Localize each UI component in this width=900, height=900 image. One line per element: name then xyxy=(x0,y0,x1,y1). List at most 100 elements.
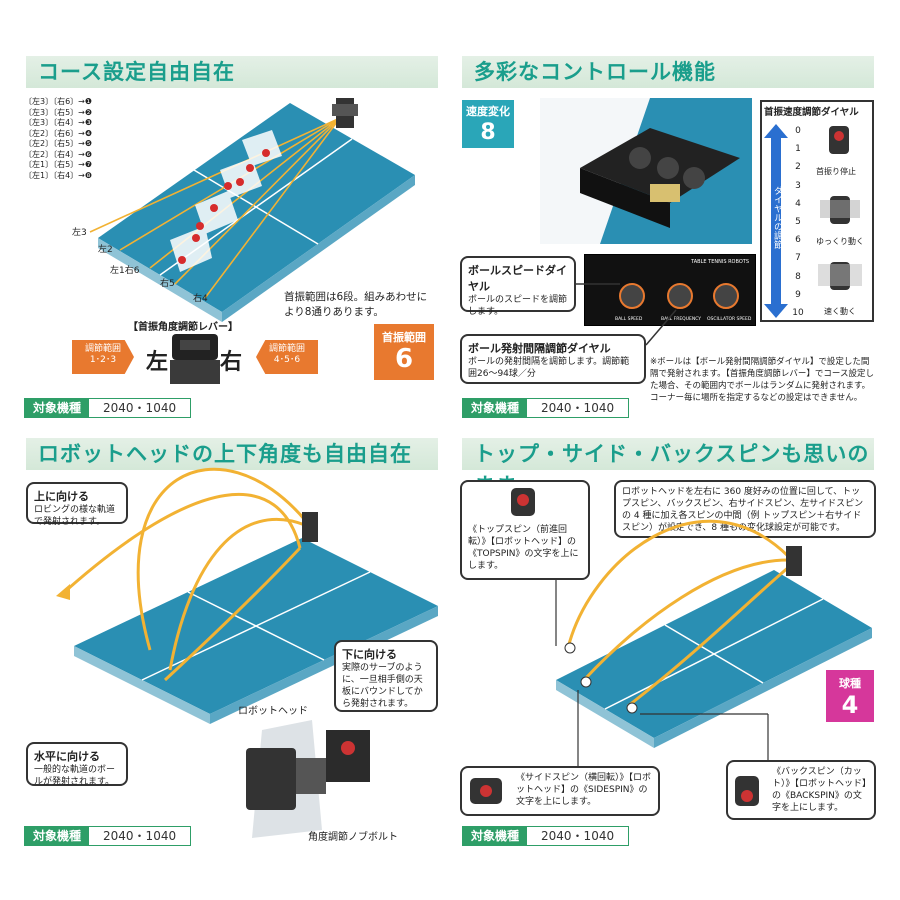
dial-number: 0 xyxy=(795,126,801,136)
topspin-callout: 《トップスピン（前進回転）》【ロボットヘッド】の《TOPSPIN》の文字を上にし… xyxy=(460,480,590,580)
callout-desc: 一般的な軌道のボールが発射されます。 xyxy=(34,765,116,787)
down-callout: 下に向ける 実際のサーブのように、一旦相手側の天板にバウンドしてから発射されます… xyxy=(334,640,438,712)
backspin-desc: 《バックスピン（カット）》【ロボットヘッド】の《BACKSPIN》の文字を上にし… xyxy=(772,767,867,813)
lane-label: 左3 xyxy=(72,228,87,238)
dial-number: 5 xyxy=(795,217,801,228)
dial-number: 10 xyxy=(792,308,804,319)
model-label: 対象機種 xyxy=(25,399,90,417)
model-value: 2040・1040 xyxy=(527,827,629,845)
q4-model: 対象機種 2040・1040 xyxy=(462,826,630,846)
legend-item: 〔左2〕〔右6〕→❹ xyxy=(24,128,93,138)
dial-number: 2 xyxy=(795,162,801,173)
interval-callout: ボール発射間隔調節ダイヤル ボールの発射間隔を調節します。調節範囲26〜94球／… xyxy=(460,334,646,384)
robot-head-backspin xyxy=(735,776,759,806)
control-panel-photo: TABLE TENNIS ROBOTS BALL SPEED BALL FREQ… xyxy=(584,254,756,326)
lane-label: 左2 xyxy=(98,245,113,255)
dial-arrow xyxy=(764,124,788,318)
lane-label: 左1右6 xyxy=(110,266,140,276)
lever-title: 【首振角度調節レバー】 xyxy=(128,322,238,333)
dial-axis-label: ダイヤルの調節 xyxy=(772,186,782,249)
dial-number: 1 xyxy=(795,144,801,155)
model-value: 2040・1040 xyxy=(89,399,191,417)
sidespin-desc: 《サイドスピン（横回転）》【ロボットヘッド】の《SIDESPIN》の文字を上にし… xyxy=(516,773,652,807)
course-legend: 〔左3〕〔右6〕→❶ 〔左3〕〔右5〕→❷ 〔左3〕〔右4〕→❸ 〔左2〕〔右6… xyxy=(24,97,92,181)
right-range-arrow: 調節範囲 4･5･6 xyxy=(256,340,318,374)
panel-label: BALL SPEED xyxy=(615,317,643,322)
robot-head-sidespin xyxy=(470,778,502,804)
dial-number: 4 xyxy=(795,198,801,209)
controller-photo xyxy=(540,98,752,244)
model-label: 対象機種 xyxy=(25,827,90,845)
swing-note: 首振範囲は6段。組みあわせにより8通りあります。 xyxy=(284,291,428,318)
badge-title: 球種 xyxy=(839,677,861,690)
callout-title: 下に向ける xyxy=(342,648,397,661)
dial-number: 9 xyxy=(795,289,801,300)
panel-dial-speed xyxy=(619,283,645,309)
lever-device xyxy=(170,334,220,384)
dial-number: 7 xyxy=(795,253,801,264)
panel-dial-oscillator xyxy=(713,283,739,309)
legend-item: 〔左2〕〔右5〕→❺ xyxy=(24,139,93,148)
callout-desc: ロビングの様な軌道で発射されます。 xyxy=(34,505,116,527)
callout-desc: ボールのスピードを調節します。 xyxy=(468,295,568,317)
dial-number: 3 xyxy=(795,180,801,191)
swing-range-badge: 首振範囲 6 xyxy=(374,324,434,380)
q2-model: 対象機種 2040・1040 xyxy=(462,398,630,418)
head-label: ロボットヘッド xyxy=(238,706,308,717)
legend-item: 〔左1〕〔右5〕→❼ xyxy=(24,160,93,169)
q1-title: コース設定自由自在 xyxy=(26,56,438,88)
q2-title: 多彩なコントロール機能 xyxy=(462,56,874,88)
panel-top-label: TABLE TENNIS ROBOTS xyxy=(691,259,749,265)
panel-label: OSCILLATOR SPEED xyxy=(707,317,752,322)
model-label: 対象機種 xyxy=(463,399,528,417)
dial-scale: 0 1 2 3 4 5 6 7 8 9 10 xyxy=(790,122,806,322)
lane-label: 右4 xyxy=(193,294,208,304)
q1-model: 対象機種 2040・1040 xyxy=(24,398,192,418)
knob-label: 角度調節ノブボルト xyxy=(308,832,398,843)
badge-title: 速度変化 xyxy=(466,105,510,118)
panel-dial-frequency xyxy=(667,283,693,309)
legend-item: 〔左1〕〔右4〕→❽ xyxy=(24,170,93,180)
callout-title: ボールスピードダイヤル xyxy=(468,264,567,293)
speed-change-badge: 速度変化 8 xyxy=(462,100,514,148)
right-char: 右 xyxy=(220,350,243,375)
dial-number: 6 xyxy=(795,235,801,246)
q3-title: ロボットヘッドの上下角度も自由自在 xyxy=(26,438,438,470)
callout-desc: ボールの発射間隔を調節します。調節範囲26〜94球／分 xyxy=(468,357,630,379)
topspin-desc: 《トップスピン（前進回転）》【ロボットヘッド】の《TOPSPIN》の文字を上にし… xyxy=(468,525,579,571)
model-label: 対象機種 xyxy=(463,827,528,845)
q3-model: 対象機種 2040・1040 xyxy=(24,826,192,846)
legend-item: 〔左3〕〔右5〕→❷ xyxy=(24,107,93,117)
robot-head-stop xyxy=(829,126,849,154)
control-note: ※ボールは【ボール発射間隔調節ダイヤル】で設定した間隔で発射されます。【首振角度… xyxy=(650,357,874,403)
dial-state: 速く動く xyxy=(824,307,856,316)
spin-type-badge: 球種 4 xyxy=(826,670,874,722)
callout-title: 水平に向ける xyxy=(34,750,100,763)
panel-label: BALL FREQUENCY xyxy=(661,317,702,322)
up-callout: 上に向ける ロビングの様な軌道で発射されます。 xyxy=(26,482,128,527)
spin-main-desc: ロボットヘッドを左右に 360 度好みの位置に回して、トップスピン、バックスピン… xyxy=(622,487,864,533)
robot-head-topspin xyxy=(511,488,535,516)
badge-number: 6 xyxy=(394,344,414,374)
robot-head-slow xyxy=(820,196,860,224)
model-value: 2040・1040 xyxy=(527,399,629,417)
model-value: 2040・1040 xyxy=(89,827,191,845)
dial-state: ゆっくり動く xyxy=(816,237,864,246)
legend-item: 〔左3〕〔右6〕→❶ xyxy=(24,97,93,106)
left-char: 左 xyxy=(146,350,169,375)
callout-title: ボール発射間隔調節ダイヤル xyxy=(468,342,611,355)
callout-title: 上に向ける xyxy=(34,490,89,503)
left-range-arrow: 調節範囲 1･2･3 xyxy=(72,340,134,374)
badge-number: 8 xyxy=(480,120,496,145)
dial-number: 8 xyxy=(795,271,801,282)
robot-head-photo xyxy=(246,720,370,838)
legend-item: 〔左3〕〔右4〕→❸ xyxy=(24,118,93,127)
badge-title: 首振範囲 xyxy=(382,331,426,344)
dial-title: 首振速度調節ダイヤル xyxy=(764,107,859,118)
backspin-callout: 《バックスピン（カット）》【ロボットヘッド】の《BACKSPIN》の文字を上にし… xyxy=(726,760,876,820)
ball-speed-callout: ボールスピードダイヤル ボールのスピードを調節します。 xyxy=(460,256,576,317)
